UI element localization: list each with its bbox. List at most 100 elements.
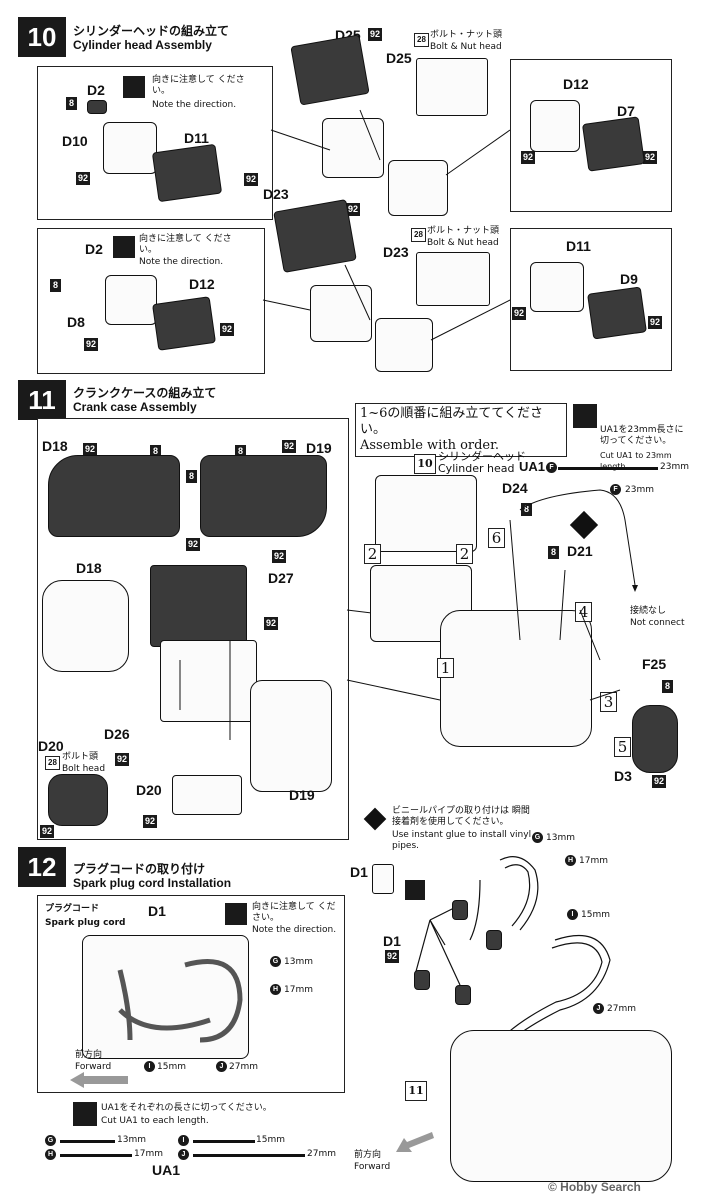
code-92: 92: [143, 815, 157, 828]
crankcase-cover-d18: [42, 580, 129, 672]
code-28: 28: [414, 33, 429, 47]
bolt-note-en: Bolt & Nut head: [430, 42, 502, 52]
order-3: 3: [600, 692, 617, 712]
plug-cap-3: [414, 970, 430, 990]
label-d21: D21: [567, 543, 593, 559]
head-top-view: [82, 935, 249, 1059]
caution-icon: [113, 236, 135, 258]
code-8: 8: [521, 503, 532, 516]
ua1-length: 23mm: [660, 462, 689, 472]
pipe-f-badge: F: [610, 484, 621, 495]
label-f25: F25: [642, 656, 667, 672]
label-d23: D23: [263, 186, 289, 202]
step-11-title-ja: クランクケースの組み立て: [73, 386, 217, 400]
not-connect-ja: 接続なし: [630, 606, 667, 616]
label-d23-bolt: D23: [383, 244, 409, 260]
cylinder-head-right: [530, 100, 580, 152]
cylinder-head-center-1: [322, 118, 384, 178]
note-en: Note the direction.: [139, 257, 224, 267]
pipe-g-badge: G: [45, 1135, 56, 1146]
pipe-i-badge: I: [567, 909, 578, 920]
cord-en: Spark plug cord: [45, 918, 126, 928]
cover-d3: [632, 705, 678, 773]
label-d3: D3: [614, 768, 632, 784]
pipe-j-length: 27mm: [607, 1004, 636, 1014]
label-d19: D19: [306, 440, 332, 456]
code-92: 92: [648, 316, 662, 329]
order-4: 4: [575, 602, 592, 622]
pipe-g-length: 13mm: [546, 833, 575, 843]
pipe-glue-en: Use instant glue to install vinyl pipes.: [392, 830, 532, 851]
plug-cap-2: [486, 930, 502, 950]
code-92: 92: [40, 825, 54, 838]
pipe-i-length: 15mm: [157, 1062, 186, 1072]
step-10-title-en: Cylinder head Assembly: [73, 38, 212, 52]
pipe-g-length: 13mm: [284, 957, 313, 967]
code-92: 92: [264, 617, 278, 630]
bolt-note-ja: ボルト・ナット頭: [427, 226, 500, 236]
pipe-i-bar: [193, 1140, 255, 1143]
code-92: 92: [512, 307, 526, 320]
bolt-note-ja: ボルト・ナット頭: [430, 30, 503, 40]
plug-cap-1: [452, 900, 468, 920]
forward-ja: 前方向: [75, 1050, 103, 1060]
label-d11-lower: D11: [566, 238, 591, 254]
bolt-note-en: Bolt & Nut head: [427, 238, 499, 248]
label-d18-lower: D18: [76, 560, 102, 576]
cylinder-head-upper: [375, 475, 477, 552]
forward-arrow-icon: [70, 1072, 128, 1088]
label-d1: D1: [350, 864, 368, 880]
not-connect-en: Not connect: [630, 618, 685, 628]
label-d20: D20: [38, 738, 64, 754]
forward-ja: 前方向: [354, 1150, 382, 1160]
note-ja: 向きに注意して ください。: [139, 234, 232, 255]
pipe-h-length: 17mm: [134, 1149, 163, 1159]
note-ja: 向きに注意して ください。: [252, 902, 336, 923]
label-d12-lower: D12: [189, 276, 215, 292]
order-6: 6: [488, 528, 505, 548]
code-92: 92: [84, 338, 98, 351]
step-10-leader-lines: [262, 109, 511, 341]
label-d8: D8: [67, 314, 85, 330]
label-d27: D27: [268, 570, 294, 586]
label-d18: D18: [42, 438, 68, 454]
pipe-h-length: 17mm: [579, 856, 608, 866]
engine-assembly: [450, 1030, 672, 1182]
step-11-right-lines: [509, 489, 638, 701]
cut-ja: UA1をそれぞれの長さに切ってください。: [101, 1103, 272, 1113]
cyl-head-ja: シリンダーヘッド: [438, 450, 526, 463]
label-d1: D1: [148, 903, 166, 919]
code-92: 92: [346, 203, 360, 216]
pipe-glue-ja: ビニールパイプの取り付けは 瞬間接着剤を使用してください。: [392, 806, 530, 827]
ua1-cut-ja: UA1を23mm長さに 切ってください。: [600, 425, 684, 446]
code-8: 8: [548, 546, 559, 559]
label-d10: D10: [62, 133, 88, 149]
small-part-d2: [87, 100, 107, 114]
ua1-length-bar: [558, 467, 658, 470]
code-8: 8: [66, 97, 77, 110]
code-92: 92: [83, 443, 97, 456]
forward-en: Forward: [354, 1162, 391, 1172]
pipe-h-badge: H: [270, 984, 281, 995]
code-92: 92: [220, 323, 234, 336]
order-1: 1: [437, 658, 454, 678]
ref-step-11: 11: [405, 1081, 427, 1101]
forward-arrow-icon: [396, 1132, 434, 1152]
code-28: 28: [45, 756, 60, 770]
assemble-order-note: 1~6の順番に組み立ててください。 Assemble with order.: [355, 403, 567, 457]
pipe-i-length: 15mm: [256, 1135, 285, 1145]
crankcase-half-d19: [200, 455, 327, 537]
pipe-f-badge: F: [546, 462, 557, 473]
label-d12: D12: [563, 76, 589, 92]
pipe-h-bar: [60, 1154, 132, 1157]
plug-connector-detail: [372, 864, 394, 894]
code-92: 92: [244, 173, 258, 186]
ua1-label: UA1: [519, 459, 546, 474]
crankcase-cover-d19: [250, 680, 332, 792]
pipe-h-badge: H: [45, 1149, 56, 1160]
ua1-label: UA1: [152, 1162, 181, 1178]
pipe-g-badge: G: [270, 956, 281, 967]
cut-icon: [405, 880, 425, 900]
order-5: 5: [614, 737, 631, 757]
